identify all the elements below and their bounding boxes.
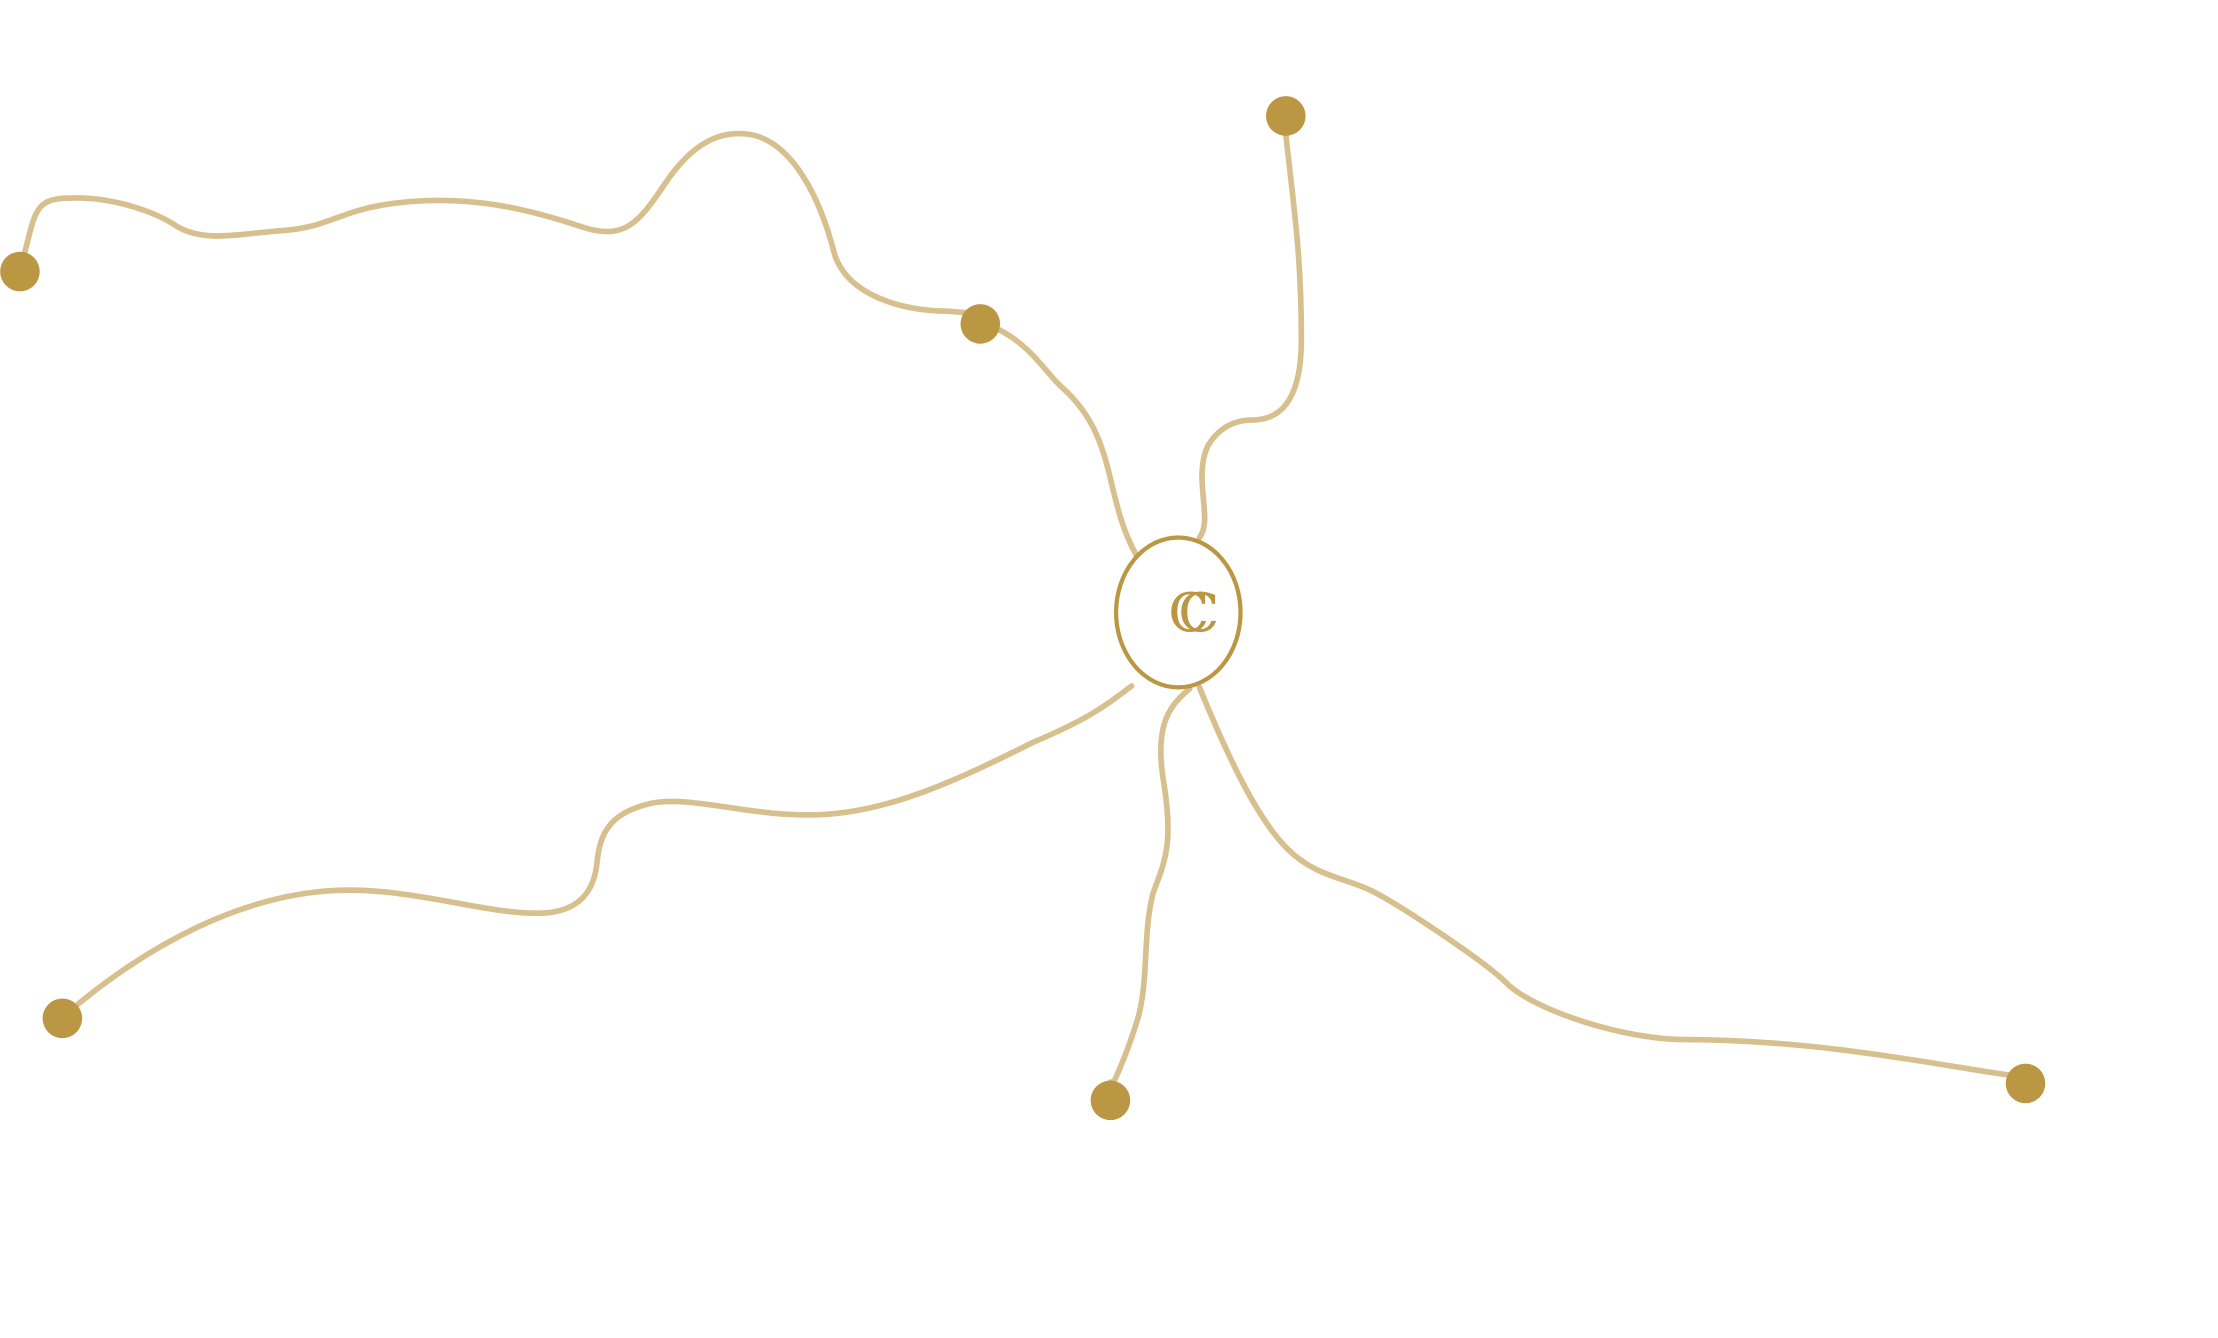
node-mid-top[interactable] — [960, 304, 1001, 344]
connector-top — [1196, 131, 1305, 541]
connector-left-bottom — [75, 683, 1135, 1008]
logo-oval — [1113, 535, 1243, 690]
node-top[interactable] — [1265, 96, 1306, 136]
node-right[interactable] — [2005, 1063, 2046, 1104]
node-left-bottom[interactable] — [42, 998, 83, 1039]
node-left-top[interactable] — [0, 251, 40, 292]
connector-mid-top — [995, 326, 1139, 558]
node-bottom[interactable] — [1090, 1080, 1131, 1121]
center-logo[interactable]: CC — [1113, 535, 1247, 690]
connector-left-top — [21, 130, 984, 317]
connector-bottom — [1107, 685, 1193, 1090]
connector-right — [1196, 684, 2012, 1078]
